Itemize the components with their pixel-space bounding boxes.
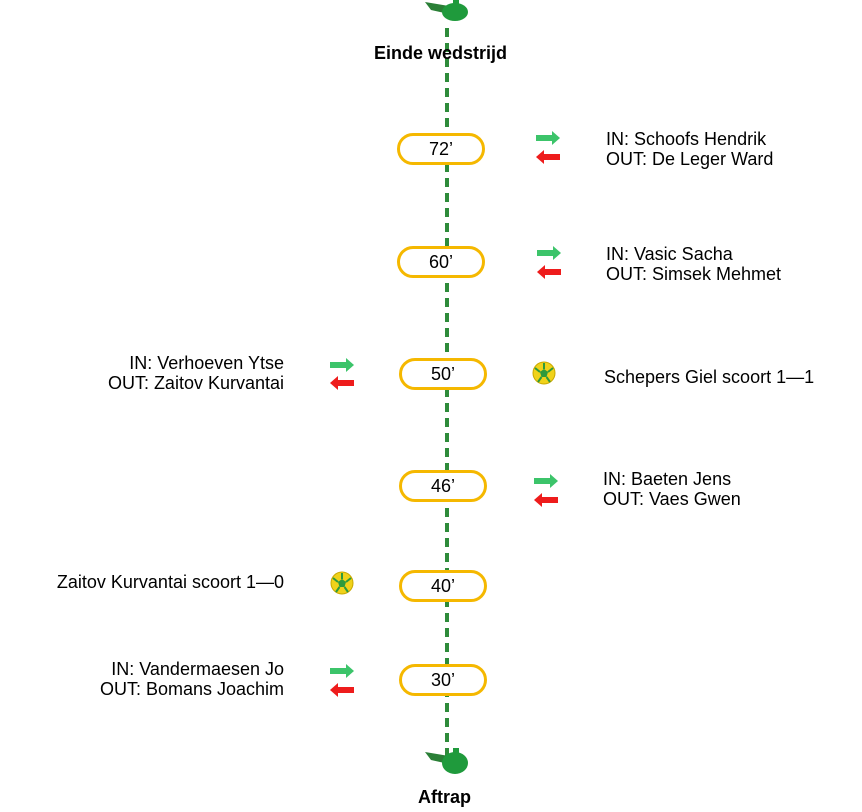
- player-out: OUT: Vaes Gwen: [603, 489, 741, 509]
- arrow-out-icon: [534, 493, 558, 507]
- arrow-in-icon: [537, 246, 561, 260]
- arrow-in-icon: [330, 664, 354, 678]
- player-out: OUT: Bomans Joachim: [99, 679, 284, 699]
- minute-badge: 30’: [399, 664, 487, 696]
- goal-event: Zaitov Kurvantai scoort 1—0: [56, 572, 284, 592]
- arrow-out-icon: [330, 683, 354, 697]
- player-in: IN: Verhoeven Ytse: [129, 353, 284, 373]
- minute-badge: 40’: [399, 570, 487, 602]
- soccer-ball-icon: [532, 361, 556, 385]
- player-out: OUT: Simsek Mehmet: [606, 264, 782, 284]
- arrow-in-icon: [330, 358, 354, 372]
- start-label: Aftrap: [418, 787, 471, 807]
- arrow-out-icon: [537, 265, 561, 279]
- whistle-icon: [425, 748, 468, 774]
- minute-badge: 50’: [399, 358, 487, 390]
- substitution-event: IN: Schoofs Hendrik OUT: De Leger Ward: [606, 129, 773, 169]
- player-in: IN: Vandermaesen Jo: [111, 659, 284, 679]
- minute-badge: 60’: [397, 246, 485, 278]
- end-label: Einde wedstrijd: [374, 43, 508, 63]
- player-out: OUT: De Leger Ward: [606, 149, 774, 169]
- player-in: IN: Vasic Sacha: [606, 244, 733, 264]
- arrow-out-icon: [536, 150, 560, 164]
- whistle-icon: [425, 0, 468, 21]
- goal-event: Schepers Giel scoort 1—1: [604, 367, 815, 387]
- arrow-out-icon: [330, 376, 354, 390]
- minute-badge: 72’: [397, 133, 485, 165]
- substitution-event: IN: Verhoeven Ytse OUT: Zaitov Kurvantai: [108, 353, 284, 393]
- arrow-in-icon: [536, 131, 560, 145]
- player-in: IN: Baeten Jens: [603, 469, 732, 489]
- soccer-ball-icon: [330, 571, 354, 595]
- player-in: IN: Schoofs Hendrik: [606, 129, 767, 149]
- substitution-event: IN: Vasic Sacha OUT: Simsek Mehmet: [606, 244, 781, 284]
- player-out: OUT: Zaitov Kurvantai: [107, 373, 284, 393]
- arrow-in-icon: [534, 474, 558, 488]
- substitution-event: IN: Vandermaesen Jo OUT: Bomans Joachim: [100, 659, 284, 699]
- minute-badge: 46’: [399, 470, 487, 502]
- substitution-event: IN: Baeten Jens OUT: Vaes Gwen: [603, 469, 741, 509]
